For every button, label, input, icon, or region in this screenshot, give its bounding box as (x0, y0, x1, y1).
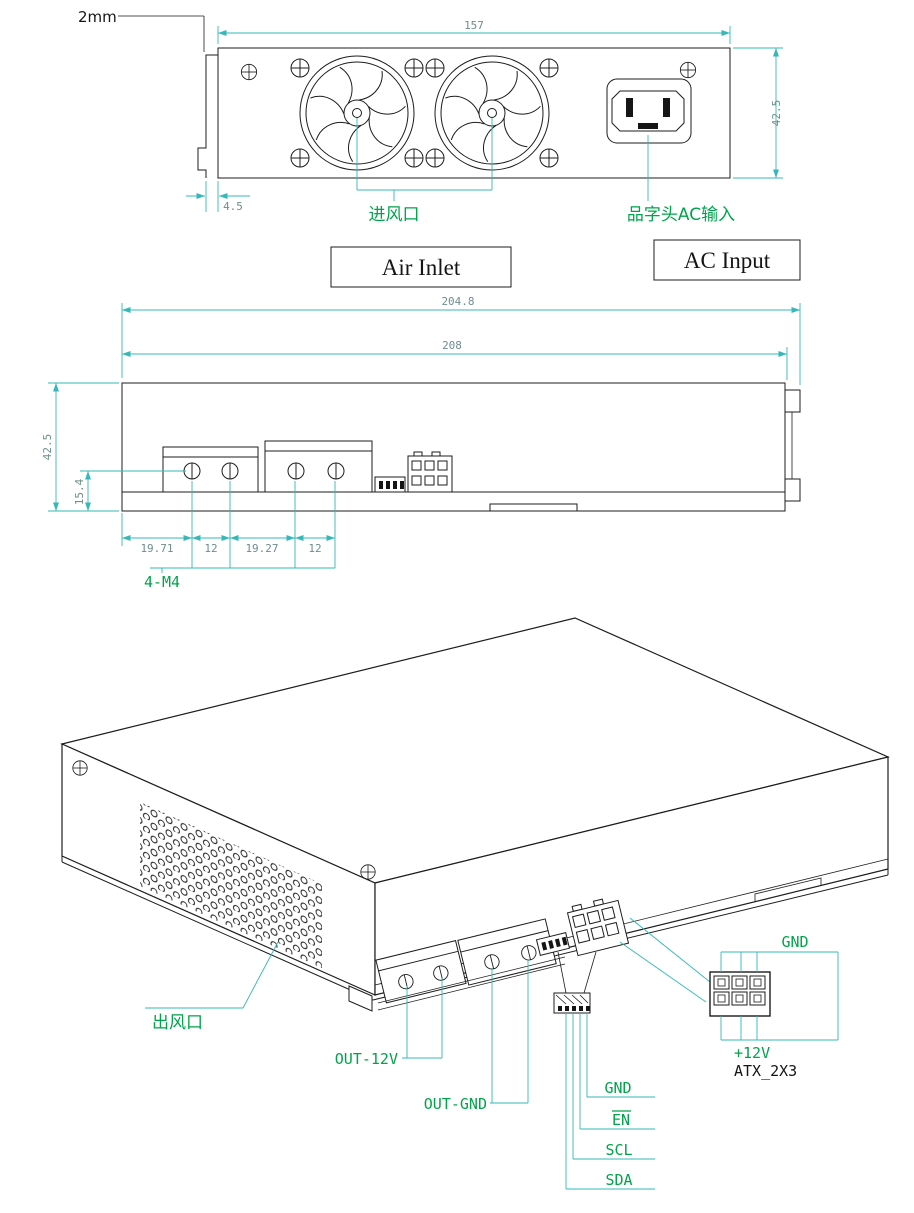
screw-icon (240, 63, 258, 81)
label-4-m4: 4-M4 (144, 573, 180, 591)
dim-19-71-text: 19.71 (140, 542, 173, 555)
sig-scl-label: SCL (605, 1141, 632, 1159)
dim-42-5-front-text: 42.5 (770, 100, 783, 127)
screw-icon (290, 148, 310, 168)
mounting-flange (197, 54, 218, 178)
dim-screw-height: 15.4 (73, 470, 186, 511)
dim-width: 157 (217, 19, 731, 44)
dim-204-8-text: 204.8 (441, 295, 474, 308)
iso-view: GND +12V ATX_2X3 出风口 OUT-12V OUT-GND (60, 617, 890, 1190)
dim-12b-text: 12 (308, 542, 321, 555)
iso-connector-4pin (535, 932, 571, 956)
iso-terminal-block-1 (375, 940, 467, 1004)
dim-4-5-text: 4.5 (223, 200, 243, 213)
rear-tab-top (784, 389, 801, 413)
dim-157-text: 157 (464, 19, 484, 32)
screw-icon (539, 148, 559, 168)
out-gnd-leader (490, 960, 529, 1104)
sig-en-label: EN (612, 1111, 630, 1129)
atx-12v-label: +12V (734, 1044, 770, 1062)
ac-inlet-c14 (606, 78, 692, 144)
dim-42-5-side-text: 42.5 (41, 434, 54, 461)
air-inlet-caption-box (330, 246, 512, 288)
dim-2mm-text: 2mm (78, 8, 117, 26)
terminal-block-1 (162, 446, 259, 493)
dim-offset: 4.5 (186, 181, 250, 213)
ac-input-cn-label: 品字头AC输入 (627, 205, 735, 225)
front-view: 157 2mm 42.5 4.5 (78, 8, 801, 288)
air-inlet-cn-label: 进风口 (369, 205, 420, 225)
screw-icon (679, 61, 697, 79)
screw-icon (425, 58, 445, 78)
corner-foot (348, 985, 373, 1012)
signal-leaders (565, 1013, 655, 1190)
ac-input-caption-box (653, 239, 801, 281)
signal-header (553, 951, 597, 1014)
dim-screw-spacing: 19.71 12 19.27 12 (121, 481, 336, 568)
dim-flange: 2mm (78, 8, 205, 52)
air-outlet-leader (145, 941, 279, 1009)
dim-12a-text: 12 (204, 542, 217, 555)
sig-gnd-label: GND (604, 1079, 631, 1097)
screw-note: 4-M4 (144, 567, 335, 591)
dim-body: 208 (122, 339, 788, 380)
out-gnd-label: OUT-GND (424, 1095, 487, 1113)
screw-icon (290, 58, 310, 78)
dim-overall: 204.8 (121, 295, 801, 385)
screw-icon (425, 148, 445, 168)
terminal-block-2 (264, 440, 373, 493)
screw-icon (404, 58, 424, 78)
out-12v-leader (402, 978, 443, 1059)
connector-4pin (374, 476, 406, 493)
front-recess (754, 877, 822, 902)
screw-icon (539, 58, 559, 78)
air-outlet-mesh (140, 802, 322, 968)
dim-19-27-text: 19.27 (245, 542, 278, 555)
bottom-notch (489, 503, 578, 511)
dim-208-text: 208 (442, 339, 462, 352)
connector-2x3 (407, 451, 453, 493)
atx-connector-detail: GND +12V ATX_2X3 (619, 917, 839, 1080)
air-outlet-cn-label: 出风口 (152, 1013, 203, 1033)
screw-icon (360, 864, 376, 880)
side-view: 204.8 208 (41, 295, 801, 591)
air-inlet-caption: Air Inlet (382, 255, 461, 280)
screw-icon (72, 760, 88, 776)
sig-sda-label: SDA (605, 1171, 632, 1189)
iso-connector-2x3 (566, 898, 630, 957)
rear-tab-bottom (784, 478, 801, 502)
atx-gnd-label: GND (781, 933, 808, 951)
atx-name-label: ATX_2X3 (734, 1062, 797, 1080)
front-leaders (356, 118, 649, 201)
screw-icon (404, 148, 424, 168)
ac-input-caption: AC Input (684, 248, 771, 273)
out-12v-label: OUT-12V (335, 1050, 398, 1068)
dim-15-4-text: 15.4 (73, 478, 86, 505)
dim-height-front: 42.5 (733, 47, 783, 179)
dim-height-side: 42.5 (41, 382, 119, 512)
